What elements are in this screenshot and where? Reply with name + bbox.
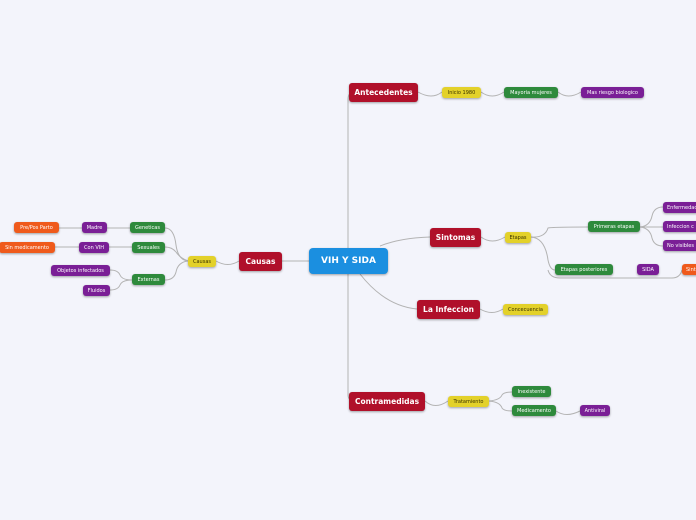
infeccion-c-node[interactable]: Infeccion c bbox=[663, 221, 696, 232]
externas-node[interactable]: Externas bbox=[132, 274, 165, 285]
geneticas-node[interactable]: Geneticas bbox=[130, 222, 165, 233]
mayoria-mujeres-node[interactable]: Mayoria mujeres bbox=[504, 87, 558, 98]
tratamiento-node[interactable]: Tratamiento bbox=[448, 396, 489, 407]
sida-node[interactable]: SIDA bbox=[637, 264, 659, 275]
root-node[interactable]: VIH Y SIDA bbox=[309, 248, 388, 274]
causas-sub-node[interactable]: Causas bbox=[188, 256, 216, 267]
etapas-node[interactable]: Etapas bbox=[505, 232, 531, 243]
sintomas-node[interactable]: Sintomas bbox=[430, 228, 481, 247]
pre-pos-parto-node[interactable]: Pre/Pos Parto bbox=[14, 222, 59, 233]
primeras-etapas-node[interactable]: Primeras etapas bbox=[588, 221, 640, 232]
sexuales-node[interactable]: Sexuales bbox=[132, 242, 165, 253]
con-vih-node[interactable]: Con VIH bbox=[79, 242, 109, 253]
enfermedad-node[interactable]: Enfermedad bbox=[663, 202, 696, 213]
antecedentes-node[interactable]: Antecedentes bbox=[349, 83, 418, 102]
mas-riesgo-biologico-node[interactable]: Mas riesgo biologico bbox=[581, 87, 644, 98]
fluidos-node[interactable]: Fluidos bbox=[83, 285, 110, 296]
causas-node[interactable]: Causas bbox=[239, 252, 282, 271]
contramedidas-node[interactable]: Contramedidas bbox=[349, 392, 425, 411]
sin-medicamento-node[interactable]: Sin medicamento bbox=[0, 242, 55, 253]
no-visibles-node[interactable]: No visibles bbox=[663, 240, 696, 251]
infeccion-node[interactable]: La Infeccion bbox=[417, 300, 480, 319]
inicio-1980-node[interactable]: Inicio 1980 bbox=[442, 87, 481, 98]
inexistente-node[interactable]: Inexistente bbox=[512, 386, 551, 397]
concecuencia-node[interactable]: Concecuencia bbox=[503, 304, 548, 315]
medicamento-node[interactable]: Medicamento bbox=[512, 405, 556, 416]
sint-node[interactable]: Sint bbox=[682, 264, 696, 275]
etapas-posteriores-node[interactable]: Etapas posteriores bbox=[555, 264, 613, 275]
objetos-infectados-node[interactable]: Objetos infectados bbox=[51, 265, 110, 276]
antiviral-node[interactable]: Antiviral bbox=[580, 405, 610, 416]
madre-node[interactable]: Madre bbox=[82, 222, 107, 233]
